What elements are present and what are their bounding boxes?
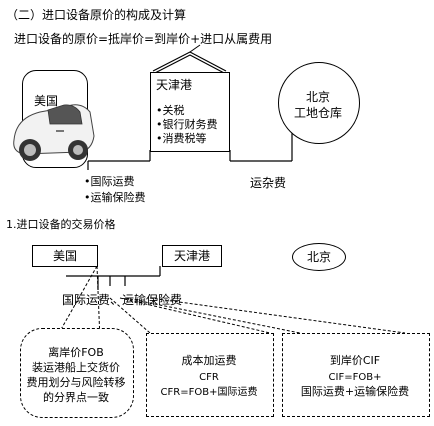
beijing-oval-bottom: 北京	[292, 243, 346, 271]
usa-label-top: 美国	[34, 94, 59, 108]
cif-formula-1: CIF=FOB+	[328, 372, 382, 383]
misc-fee-label: 运杂费	[250, 176, 287, 190]
tianjin-port-box	[150, 72, 230, 152]
fob-title: 离岸价FOB	[48, 346, 104, 359]
tianjin-item-bank-fee: •银行财务费	[156, 118, 218, 131]
formula-text: 进口设备的原价=抵岸价=到岸价+进口从属费用	[14, 32, 273, 46]
fob-line-2: 费用划分与风险转移	[26, 376, 126, 389]
beijing-label: 北京	[305, 90, 330, 104]
section-title: （二）进口设备原价的构成及计算	[6, 8, 187, 22]
intl-freight-item: •国际运费	[84, 175, 135, 188]
cfr-box	[146, 333, 274, 417]
beijing-warehouse-circle	[278, 62, 360, 144]
usa-box-bottom: 美国	[32, 245, 98, 267]
fob-line-3: 的分界点一致	[43, 391, 109, 404]
cfr-formula: CFR=FOB+国际运费	[160, 387, 258, 398]
warehouse-label: 工地仓库	[293, 106, 342, 120]
tianjin-item-consumption-tax: •消费税等	[156, 132, 207, 145]
cif-title: 到岸价CIF	[329, 354, 381, 367]
subsection-title: 1.进口设备的交易价格	[6, 218, 116, 231]
freight-insurance-label: 国际运费、运输保险费	[62, 293, 183, 307]
fob-box	[20, 328, 134, 418]
tianjin-box-bottom: 天津港	[162, 245, 222, 267]
cif-formula-2: 国际运费+运输保险费	[300, 385, 410, 398]
tianjin-item-tariff: •关税	[156, 104, 185, 117]
fob-line-1: 装运港船上交货价	[32, 361, 120, 374]
transport-insurance-item: •运输保险费	[84, 191, 146, 204]
cfr-title: 成本加运费	[181, 354, 237, 367]
cfr-code: CFR	[199, 372, 219, 383]
cif-box	[282, 333, 430, 417]
tianjin-label: 天津港	[156, 78, 193, 92]
